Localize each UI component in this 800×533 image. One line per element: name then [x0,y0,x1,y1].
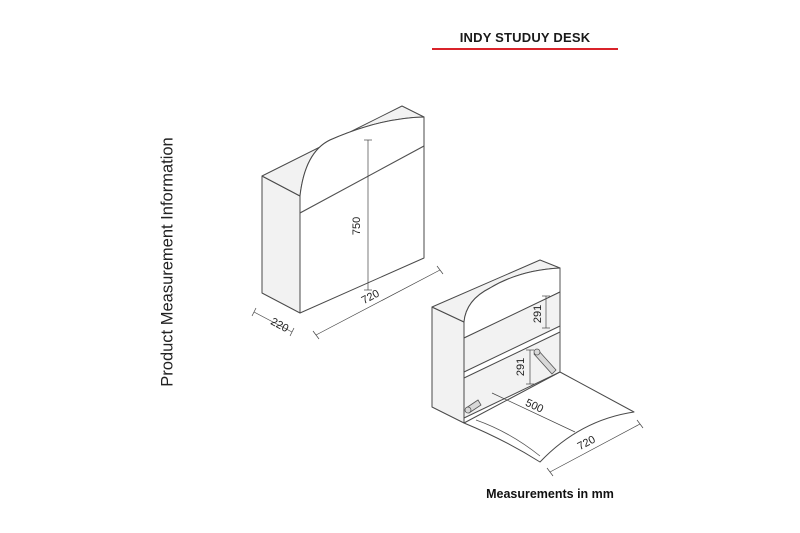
depth-dimension-line [253,311,293,333]
open-writing-flap [463,371,635,463]
title-underline [432,48,618,50]
flap-width-label: 720 [576,434,598,453]
lower-shelf-label: 291 [515,358,527,376]
width-label: 720 [360,288,382,307]
width-dimension-line [315,269,441,336]
product-title: INDY STUDUY DESK [459,30,591,45]
open-left-panel [431,306,465,424]
units-note: Measurements in mm [486,487,614,501]
depth-label: 220 [268,316,290,335]
height-label: 750 [351,217,363,235]
flap-depth-dimension-line [491,392,576,433]
closed-left-panel [261,175,301,314]
upper-shelf-label: 291 [532,305,544,323]
closed-desk-drawing: 750 720 220 [251,105,444,340]
open-desk-drawing: 291 291 500 720 [431,259,644,477]
flap-width-dimension-line [549,423,641,473]
